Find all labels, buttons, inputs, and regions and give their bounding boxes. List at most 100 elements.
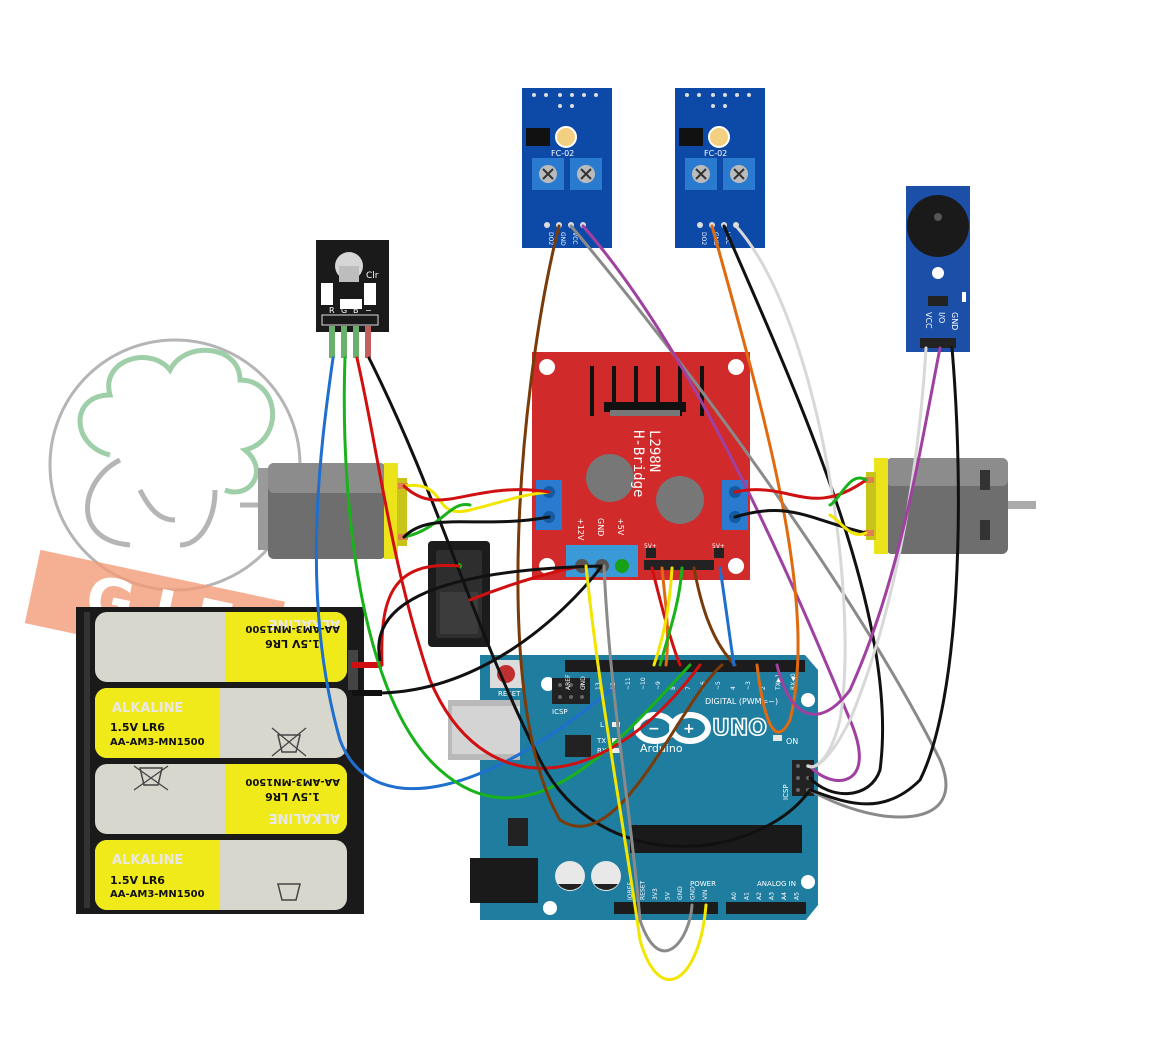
ir-sensor-right-pin-0: DO2 <box>700 232 707 245</box>
on-led-label: ON <box>786 737 798 746</box>
rgb-led-pin-2: B <box>353 306 359 315</box>
icsp2-header: ICSP <box>552 678 590 716</box>
battery-cell-2-line2: AA-AM3-MN1500 <box>110 737 205 748</box>
svg-text:−: − <box>648 721 660 737</box>
digital-pin-label-11: 4 <box>730 686 737 690</box>
ir-sensor-left-model: FC-02 <box>551 149 574 158</box>
analog-pin-label-5: A5 <box>794 892 801 900</box>
wire-blue-enb <box>718 566 736 667</box>
power-pin-label-0: IOREF <box>627 882 634 900</box>
arduino-uno-text: UNO <box>712 716 767 741</box>
ir-sensor-right-pin-2: VCC <box>724 232 731 244</box>
rgb-led-pin-0: R <box>329 306 335 315</box>
wire-yellow-in2 <box>652 566 674 667</box>
hbridge-title: L298N <box>646 430 662 472</box>
wire-green-motor-left <box>402 502 472 539</box>
wire-yellow-motor-left <box>402 483 551 514</box>
wire-brown-in4 <box>692 566 737 667</box>
rx-led-label: RX <box>597 747 607 755</box>
analog-pin-label-2: A2 <box>756 892 763 900</box>
arduino-logo: − + UNO Arduino <box>634 712 768 755</box>
battery-pack: ALKALINE 1.5V LR6 AA-AM3-MN1500 ALKALINE… <box>76 607 382 914</box>
power-pin-label-6: VIN <box>702 890 709 900</box>
power-label: POWER <box>690 880 716 888</box>
wire-black-rgb <box>367 356 812 848</box>
wire-black-buzzer <box>808 346 960 806</box>
wire-red-motor-left <box>402 484 551 502</box>
dc-motor-left <box>258 463 408 559</box>
battery-cell-2-brand: ALKALINE <box>112 701 183 716</box>
battery-cell-3-line1: 1.5V LR6 <box>265 790 320 803</box>
digital-pin-label-10: ~5 <box>715 681 722 690</box>
icsp2-label: ICSP <box>552 708 568 716</box>
hbridge-jumper-label-right: 5V+ <box>712 543 725 550</box>
power-pin-label-2: 3V3 <box>652 888 659 900</box>
svg-text:+: + <box>683 721 695 737</box>
power-pin-label-4: GND <box>677 886 684 900</box>
wire-red-rgb <box>355 356 702 770</box>
wire-purple-buzzer <box>775 346 942 716</box>
wire-black-motor-right <box>733 509 868 535</box>
digital-pin-label-14: TX▶1 <box>775 674 782 691</box>
battery-cell-3-line2: AA-AM3-MN1500 <box>245 776 340 787</box>
digital-pin-label-2: 13 <box>595 682 602 690</box>
wire-brown-sensor-left <box>516 224 724 828</box>
hbridge-subtitle: H-Bridge <box>630 430 646 497</box>
digital-header <box>565 660 805 672</box>
rgb-led-label: Clr <box>366 271 379 281</box>
analog-label: ANALOG IN <box>757 880 796 888</box>
wire-green-rgb <box>342 356 692 800</box>
battery-cell-1-line1: 1.5V LR6 <box>265 637 320 650</box>
wire-yellow-vin <box>584 564 708 982</box>
battery-cell-4-line1: 1.5V LR6 <box>110 874 165 887</box>
battery-cell-1-brand: ALKALINE <box>269 616 340 631</box>
tx-led-label: TX <box>596 737 606 745</box>
battery-cell-4: ALKALINE 1.5V LR6 AA-AM3-MN1500 <box>95 840 347 910</box>
digital-pin-label-8: 7 <box>685 686 692 690</box>
buzzer-pin-0: VCC <box>924 312 933 329</box>
power-pin-label-5: GND <box>690 886 697 900</box>
battery-cell-1-line2: AA-AM3-MN1500 <box>245 623 340 634</box>
buzzer-module: VCC I/O GND <box>906 186 970 352</box>
ir-sensor-right-model: FC-02 <box>704 149 727 158</box>
battery-cell-4-line2: AA-AM3-MN1500 <box>110 889 205 900</box>
wire-gray-gnd <box>602 564 694 953</box>
battery-cell-3-brand: ALKALINE <box>269 810 340 825</box>
rgb-led-pin-1: G <box>341 306 347 315</box>
battery-cell-3: ALKALINE 1.5V LR6 AA-AM3-MN1500 <box>95 764 347 834</box>
power-pin-label-1: RESET <box>640 880 647 900</box>
digital-pin-label-12: ~3 <box>745 681 752 690</box>
digital-pin-label-15: RX◀0 <box>790 673 797 690</box>
ir-sensor-left-pin-0: DO2 <box>547 232 554 245</box>
ir-sensor-left-pin-2: VCC <box>571 232 578 244</box>
l-led-label: L <box>600 721 604 729</box>
ir-sensor-left-pin-1: GND <box>559 232 566 246</box>
buzzer-pin-2: GND <box>950 312 959 330</box>
digital-pin-label-7: 8 <box>670 686 677 690</box>
battery-cell-1: ALKALINE 1.5V LR6 AA-AM3-MN1500 <box>95 612 347 682</box>
wire-orange-sensor-right <box>710 224 800 734</box>
analog-pin-label-4: A4 <box>781 892 788 900</box>
wire-yellow-motor-right <box>828 513 868 536</box>
wire-purple-sensor-left <box>581 224 861 782</box>
wire-black-switch-gnd <box>377 564 604 662</box>
battery-cell-4-brand: ALKALINE <box>112 853 183 868</box>
wires <box>314 224 960 982</box>
buzzer-pin-1: I/O <box>937 312 946 323</box>
digital-pin-label-5: ~10 <box>640 677 647 690</box>
rgb-led-pin-3: − <box>365 306 372 315</box>
ir-sensor-left-pin-labels: DO2 GND VCC <box>547 232 578 246</box>
digital-pin-label-4: ~11 <box>625 677 632 690</box>
digital-pin-label-1: GND <box>580 676 587 690</box>
wire-blue-rgb <box>314 356 612 791</box>
